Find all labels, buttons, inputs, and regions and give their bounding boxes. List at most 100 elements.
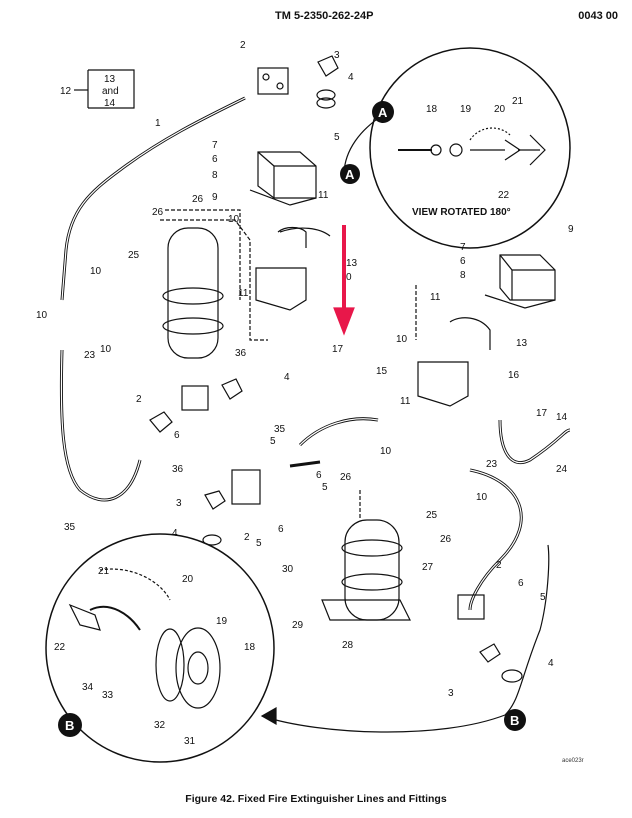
callout: 8 bbox=[460, 270, 466, 281]
art-number: ace023r bbox=[562, 758, 584, 764]
callout: 1 bbox=[155, 118, 161, 129]
callout: 34 bbox=[82, 682, 94, 693]
callout: 7 bbox=[212, 140, 218, 151]
callout: 11 bbox=[318, 190, 329, 201]
callout: 36 bbox=[172, 464, 184, 475]
bracket-2-top bbox=[257, 67, 289, 95]
callout: 10 bbox=[476, 492, 488, 503]
callout: 26 bbox=[192, 194, 204, 205]
ref-13: 13 bbox=[104, 74, 116, 85]
valve-head-left bbox=[255, 267, 307, 311]
ref-and: and bbox=[102, 86, 119, 97]
callout: 5 bbox=[322, 482, 328, 493]
callout: 6 bbox=[212, 154, 218, 165]
callout: 17 bbox=[536, 408, 548, 419]
callout: 9 bbox=[212, 192, 218, 203]
callout: 6 bbox=[174, 430, 180, 441]
callout: 13 bbox=[516, 338, 528, 349]
callout: 26 bbox=[440, 534, 452, 545]
callout: 9 bbox=[568, 224, 574, 235]
callout: 11 bbox=[430, 292, 441, 303]
callout: 17 bbox=[332, 344, 344, 355]
callout: 6 bbox=[278, 524, 284, 535]
callout: 35 bbox=[64, 522, 76, 533]
callout: 36 bbox=[235, 348, 247, 359]
cap-4-top bbox=[316, 89, 336, 101]
callout: 7 bbox=[460, 242, 466, 253]
callout: 16 bbox=[508, 370, 520, 381]
detail-marker-b: B bbox=[58, 713, 82, 737]
callout: 4 bbox=[284, 372, 290, 383]
callout: 20 bbox=[494, 104, 506, 115]
reference-bracket bbox=[88, 69, 135, 109]
detail-a-circle bbox=[369, 47, 571, 249]
elbow-3-top bbox=[317, 55, 339, 77]
callout: 11 bbox=[400, 396, 411, 407]
bracket-2-left bbox=[181, 385, 209, 411]
callout: 24 bbox=[556, 464, 568, 475]
callout: 31 bbox=[184, 736, 196, 747]
callout: 19 bbox=[216, 616, 228, 627]
callout: 3 bbox=[334, 50, 340, 61]
callout: 20 bbox=[182, 574, 194, 585]
callout: 2 bbox=[244, 532, 250, 543]
valve-head-right bbox=[417, 361, 469, 407]
svg-text:A: A bbox=[345, 167, 355, 182]
callout: 8 bbox=[212, 170, 218, 181]
callout: 4 bbox=[348, 72, 354, 83]
callout: 25 bbox=[426, 510, 438, 521]
callout-12: 12 bbox=[60, 86, 72, 97]
callout: 4 bbox=[548, 658, 554, 669]
callout: 10 bbox=[396, 334, 408, 345]
ref-14: 14 bbox=[104, 98, 116, 109]
callout: 2 bbox=[136, 394, 142, 405]
callout: 30 bbox=[282, 564, 294, 575]
callout: 2 bbox=[496, 560, 502, 571]
callout: 25 bbox=[128, 250, 140, 261]
callout: 22 bbox=[498, 190, 510, 201]
callout: 5 bbox=[256, 538, 262, 549]
callout: 10 bbox=[100, 344, 112, 355]
callout: 3 bbox=[448, 688, 454, 699]
callout: 15 bbox=[376, 366, 388, 377]
callout: 6 bbox=[518, 578, 524, 589]
callout: 23 bbox=[486, 459, 498, 470]
detail-marker-a: A bbox=[372, 101, 394, 123]
callout: 26 bbox=[152, 207, 164, 218]
bracket-2-right bbox=[457, 594, 485, 620]
callout: 14 bbox=[556, 412, 568, 423]
callout: 19 bbox=[460, 104, 472, 115]
callout: 6 bbox=[460, 256, 466, 267]
callout: 18 bbox=[244, 642, 256, 653]
callout: 10 bbox=[90, 266, 102, 277]
callout: 2 bbox=[240, 40, 246, 51]
callout: 23 bbox=[84, 350, 96, 361]
callout: 6 bbox=[316, 470, 322, 481]
callout: 33 bbox=[102, 690, 114, 701]
svg-text:B: B bbox=[65, 718, 74, 733]
callout: 5 bbox=[270, 436, 276, 447]
svg-text:A: A bbox=[378, 105, 388, 120]
callout: 11 bbox=[238, 288, 249, 299]
page-header: TM 5-2350-262-24P 0043 00 bbox=[0, 10, 632, 30]
callout: 10 bbox=[228, 214, 240, 225]
callout: 0 bbox=[346, 272, 352, 283]
callout: 5 bbox=[540, 592, 546, 603]
callout: 21 bbox=[98, 566, 110, 577]
callout: 3 bbox=[176, 498, 182, 509]
callout: 22 bbox=[54, 642, 66, 653]
cylinder-left bbox=[167, 227, 219, 359]
callout: 18 bbox=[426, 104, 438, 115]
callout: 32 bbox=[154, 720, 166, 731]
cylinder-right bbox=[344, 519, 400, 621]
page-number: 0043 00 bbox=[578, 10, 618, 22]
detail-marker-b-small: B bbox=[504, 709, 526, 731]
callout: 5 bbox=[334, 132, 340, 143]
svg-text:B: B bbox=[510, 713, 519, 728]
detail-marker-a-small: A bbox=[340, 164, 360, 184]
box-9-right bbox=[499, 254, 556, 301]
figure-caption: Figure 42. Fixed Fire Extinguisher Lines… bbox=[185, 793, 447, 805]
detail-b-circle bbox=[45, 533, 275, 763]
document-id: TM 5-2350-262-24P bbox=[275, 10, 374, 22]
